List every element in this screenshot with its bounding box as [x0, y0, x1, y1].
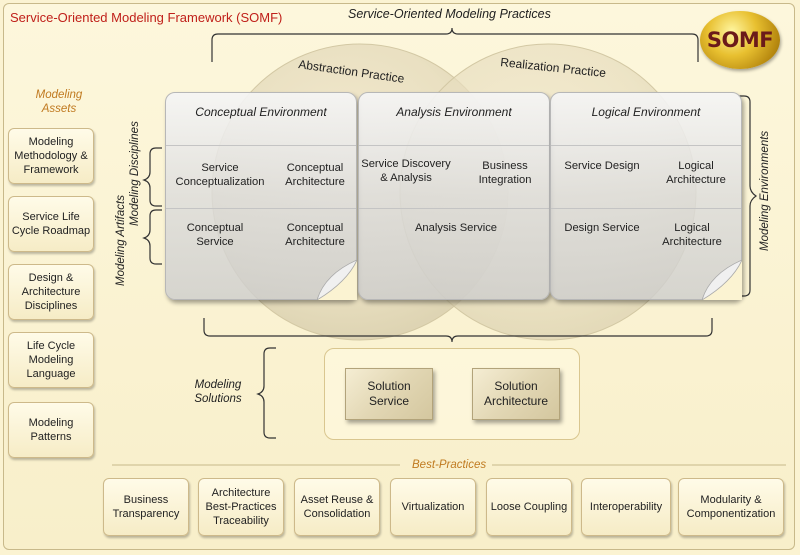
artifact-cell: Logical Architecture: [662, 222, 722, 248]
env-divider: [166, 208, 356, 209]
bp-architecture-traceability: Architecture Best-Practices Traceability: [198, 478, 284, 536]
env-divider: [166, 145, 356, 146]
somf-logo: SOMF: [700, 11, 780, 69]
disciplines-brace: [142, 147, 162, 207]
discipline-cell: Service Design: [564, 160, 640, 172]
bp-virtualization: Virtualization: [390, 478, 476, 536]
conceptual-environment: Conceptual Environment Service Conceptua…: [165, 92, 357, 300]
artifact-cell: Conceptual Architecture: [285, 222, 345, 248]
artifacts-brace: [142, 209, 162, 265]
discipline-cell: Business Integration: [478, 160, 532, 186]
bp-loose-coupling: Loose Coupling: [486, 478, 572, 536]
best-practices-title: Best-Practices: [412, 459, 487, 471]
modeling-environments-label: Modeling Environments: [759, 130, 771, 251]
page-curl-icon: [702, 260, 742, 300]
bp-interoperability: Interoperability: [581, 478, 671, 536]
top-brace: [211, 27, 699, 62]
artifact-cell: Analysis Service: [414, 222, 498, 234]
artifact-cell: Conceptual Service: [186, 222, 244, 248]
modeling-solutions-title: Modeling Solutions: [194, 379, 242, 405]
env-divider: [551, 208, 741, 209]
asset-modeling-language: Life Cycle Modeling Language: [8, 332, 94, 388]
env-title: Logical Environment: [591, 105, 701, 119]
modeling-assets-title: Modeling Assets: [35, 89, 83, 115]
logo-text: SOMF: [706, 28, 774, 52]
logical-environment: Logical Environment Service Design Logic…: [550, 92, 742, 300]
bp-asset-reuse: Asset Reuse & Consolidation: [294, 478, 380, 536]
discipline-cell: Service Conceptualization: [175, 162, 265, 188]
diagram-title: Service-Oriented Modeling Framework (SOM…: [10, 10, 283, 25]
env-title: Conceptual Environment: [195, 105, 327, 119]
analysis-environment: Analysis Environment Service Discovery &…: [358, 92, 550, 300]
modeling-disciplines-label: Modeling Disciplines: [129, 121, 141, 226]
discipline-cell: Conceptual Architecture: [285, 162, 345, 188]
env-divider: [359, 145, 549, 146]
solution-service: Solution Service: [345, 368, 433, 420]
asset-methodology: Modeling Methodology & Framework: [8, 128, 94, 184]
asset-roadmap: Service Life Cycle Roadmap: [8, 196, 94, 252]
discipline-cell: Service Discovery & Analysis: [361, 158, 451, 184]
env-divider: [551, 145, 741, 146]
asset-patterns: Modeling Patterns: [8, 402, 94, 458]
page-curl-icon: [317, 260, 357, 300]
asset-disciplines: Design & Architecture Disciplines: [8, 264, 94, 320]
solutions-brace: [256, 347, 276, 439]
env-title: Analysis Environment: [396, 105, 512, 119]
modeling-artifacts-label: Modeling Artifacts: [115, 195, 127, 286]
environments-bottom-brace: [203, 318, 713, 343]
discipline-cell: Logical Architecture: [666, 160, 726, 186]
bp-business-transparency: Business Transparency: [103, 478, 189, 536]
bp-modularity: Modularity & Componentization: [678, 478, 784, 536]
solution-architecture: Solution Architecture: [472, 368, 560, 420]
env-divider: [359, 208, 549, 209]
environments-right-brace: [738, 95, 758, 297]
practices-title: Service-Oriented Modeling Practices: [348, 7, 551, 21]
artifact-cell: Design Service: [564, 222, 640, 234]
